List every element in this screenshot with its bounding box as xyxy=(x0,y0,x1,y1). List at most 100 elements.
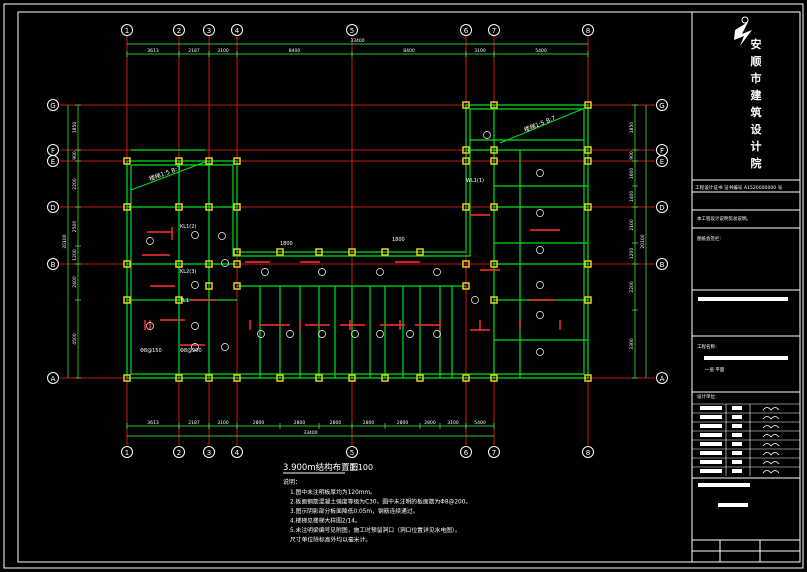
axis-bubble xyxy=(47,201,59,213)
axis-label: E xyxy=(660,158,664,166)
axis-bubble xyxy=(488,24,500,36)
column-marker xyxy=(584,296,592,304)
dim-text: 8400 xyxy=(403,48,415,54)
column-marker xyxy=(175,203,183,211)
column-marker xyxy=(233,248,241,256)
sign-name-bar xyxy=(732,469,742,473)
room-marker xyxy=(286,330,294,338)
dim-text: 1600 xyxy=(629,168,635,180)
column-marker xyxy=(123,296,131,304)
room-marker xyxy=(471,296,479,304)
beam-label: Φ8@150 xyxy=(140,348,162,354)
drawing-title: 3.900m结构布置图 xyxy=(283,462,358,473)
axis-label: F xyxy=(51,147,55,155)
room-marker xyxy=(191,343,199,351)
dim-text: 2800 xyxy=(424,420,436,426)
axis-bubble xyxy=(121,24,133,36)
axis-label: D xyxy=(50,204,55,212)
sign-label-bar xyxy=(700,460,722,464)
beam-label: KL2(3) xyxy=(180,269,196,275)
dim-text: 2800 xyxy=(253,420,265,426)
title-block-field: 设计单位： xyxy=(697,393,720,400)
room-marker xyxy=(191,231,199,239)
sign-label-bar xyxy=(700,415,722,419)
title-block-bar xyxy=(704,356,788,360)
building-outline xyxy=(126,104,589,379)
room-marker xyxy=(536,311,544,319)
dim-text: 1400 xyxy=(629,191,635,203)
dim-text: 2800 xyxy=(294,420,306,426)
axis-label: F xyxy=(660,147,664,155)
column-marker xyxy=(233,282,241,290)
stair-diagonal-right xyxy=(499,107,586,144)
grid-lines xyxy=(60,36,655,445)
column-marker xyxy=(205,260,213,268)
note-item: 5.未注明梁编号见附图，施工时预留洞口（洞口位置详见水电图）。 xyxy=(290,526,461,534)
dim-text: 5400 xyxy=(474,420,486,426)
notes-list: 1.图中未注明板厚均为120mm。2.板面钢筋混凝土强度等级为C30，图中未注明… xyxy=(290,488,471,544)
dim-text: 3100 xyxy=(447,420,459,426)
sign-name-bar xyxy=(732,406,742,410)
institute-char: 安 xyxy=(751,37,762,51)
axis-bubble xyxy=(582,24,594,36)
column-marker xyxy=(123,374,131,382)
institute-logo-icon xyxy=(734,16,752,46)
axis-label: 1 xyxy=(125,449,129,457)
column-marker xyxy=(233,260,241,268)
room-marker xyxy=(536,246,544,254)
stair-diagonal-left xyxy=(130,161,206,191)
sign-label-bar xyxy=(700,406,722,410)
room-marker xyxy=(536,209,544,217)
axis-bubble xyxy=(488,446,500,458)
column-marker xyxy=(416,374,424,382)
title-block-field: 一层 平面 xyxy=(705,367,725,373)
column-marker xyxy=(462,374,470,382)
dim-text: 2187 xyxy=(188,48,200,54)
column-marker xyxy=(381,374,389,382)
axis-label: 3 xyxy=(207,449,211,457)
title-block-field: 工程名称： xyxy=(697,343,720,350)
axis-label: A xyxy=(660,375,665,383)
dim-text: 2800 xyxy=(363,420,375,426)
signature-stroke xyxy=(762,452,780,456)
signature-table xyxy=(692,403,800,476)
column-marker xyxy=(490,203,498,211)
axis-bubble xyxy=(231,24,243,36)
column-marker xyxy=(584,157,592,165)
axis-label: E xyxy=(51,158,55,166)
title-block-field: 图纸会签栏： xyxy=(697,235,724,242)
dim-text: 2800 xyxy=(397,420,409,426)
axis-label: B xyxy=(660,261,665,269)
column-marker xyxy=(315,374,323,382)
dim-text: 3100 xyxy=(217,420,229,426)
sign-label-bar xyxy=(700,451,722,455)
axis-label: 3 xyxy=(207,27,211,35)
axis-bubble xyxy=(173,446,185,458)
axis-bubble xyxy=(173,24,185,36)
column-marker xyxy=(205,203,213,211)
column-marker xyxy=(123,260,131,268)
column-marker xyxy=(205,157,213,165)
dim-text: 2187 xyxy=(188,420,200,426)
axis-label: 8 xyxy=(586,449,590,457)
column-marker xyxy=(584,203,592,211)
column-marker xyxy=(123,157,131,165)
column-marker xyxy=(205,282,213,290)
column-marker xyxy=(205,374,213,382)
column-marker xyxy=(490,101,498,109)
beam-label: WL1(1) xyxy=(466,178,484,184)
room-marker xyxy=(191,281,199,289)
axis-label: 7 xyxy=(492,449,496,457)
signature-stroke xyxy=(762,470,780,474)
room-marker xyxy=(483,131,491,139)
dim-text: 8400 xyxy=(289,48,301,54)
axis-label: 4 xyxy=(235,449,240,457)
axis-label: 6 xyxy=(464,27,469,35)
room-marker xyxy=(191,322,199,330)
stair-label-right: 楼梯1:5 B:7 xyxy=(523,114,557,134)
rebar-marks xyxy=(142,214,561,346)
note-item: 1.图中未注明板厚均为120mm。 xyxy=(290,488,376,496)
column-marker xyxy=(276,248,284,256)
